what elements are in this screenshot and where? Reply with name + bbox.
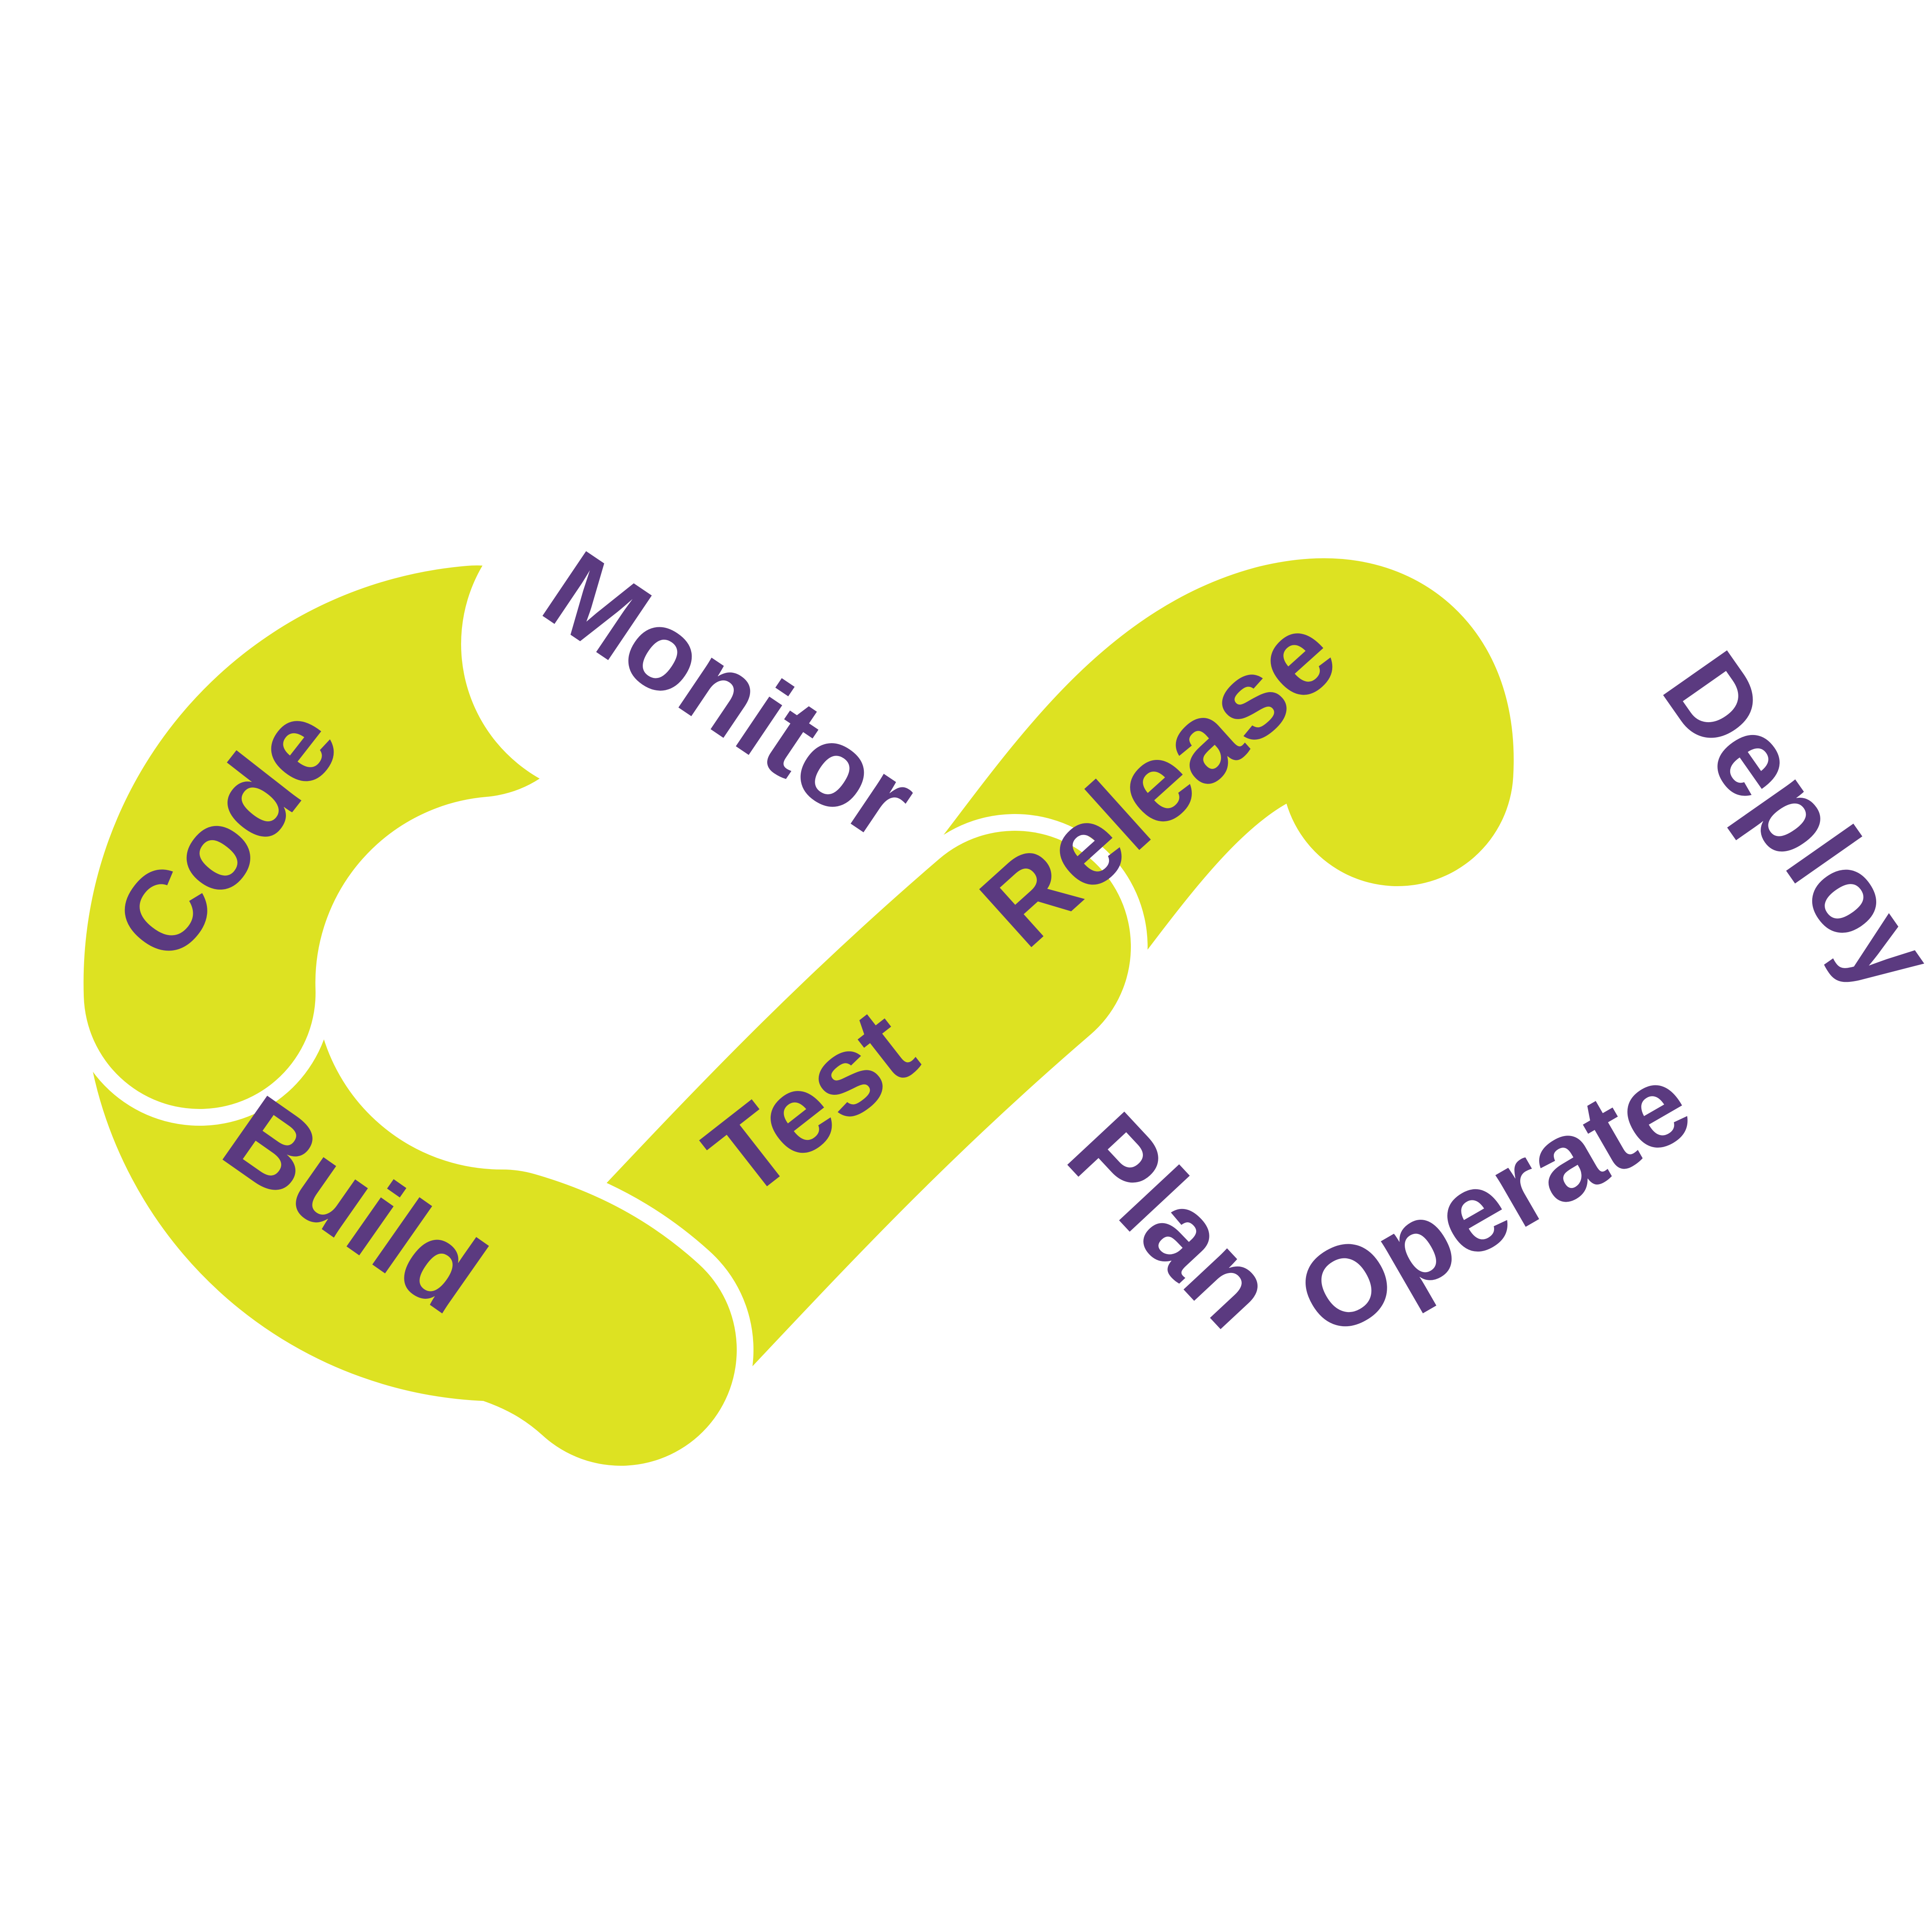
- code-segment: [83, 565, 592, 1109]
- notch-cutout: [461, 489, 770, 799]
- label-deploy: Deploy: [1638, 630, 1932, 1013]
- label-operate: Operate: [1276, 1038, 1711, 1363]
- label-plan: Plan: [1045, 1089, 1300, 1351]
